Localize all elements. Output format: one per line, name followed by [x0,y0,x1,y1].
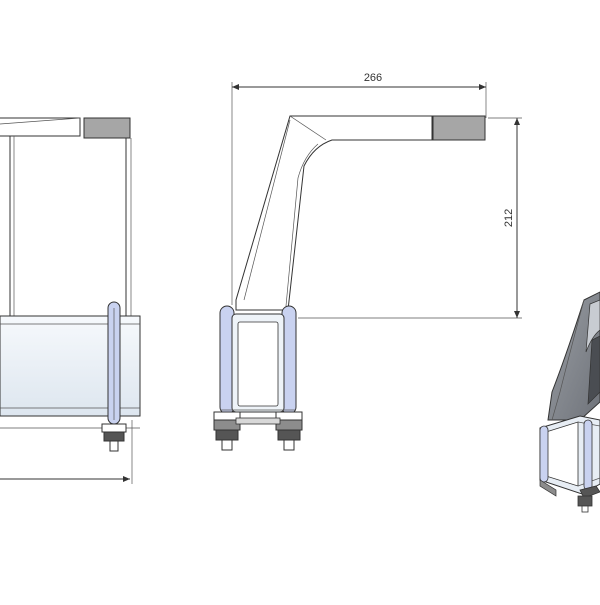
iso-arm-inner-face [587,335,600,405]
side-clamp-plate [235,417,281,425]
isometric-view [539,291,600,513]
iso-u-bolt-left [539,425,549,483]
front-view [0,117,141,484]
side-arm-body [235,115,433,311]
front-washer [101,423,127,433]
front-bolt-tip [109,440,119,452]
iso-nut [577,495,593,507]
iso-arm-highlight [551,299,585,421]
side-arm-bevel [289,115,327,141]
iso-clamp-left [539,479,557,497]
iso-channel-opening [545,421,579,487]
side-arm-curve-edge [285,143,319,307]
side-arm-inner-edge [243,119,291,301]
side-bolt-tip-right [283,439,295,451]
side-bolt-tip-left [221,439,233,451]
iso-bolt-tip [581,505,589,513]
height-dimension-label: 212 [503,209,515,227]
side-end-cap [432,115,486,141]
side-view: 266 212 [213,72,522,451]
front-top-arm-edge [0,117,81,125]
side-nut-left [215,429,239,441]
side-channel-inner [237,321,279,407]
front-nut [103,431,125,442]
side-nut-right [277,429,301,441]
iso-nut-plate [579,485,600,499]
front-end-cap [83,117,131,139]
width-dimension-label: 266 [364,72,382,84]
iso-u-bolt-right [583,419,593,491]
front-top-arm [0,117,81,137]
